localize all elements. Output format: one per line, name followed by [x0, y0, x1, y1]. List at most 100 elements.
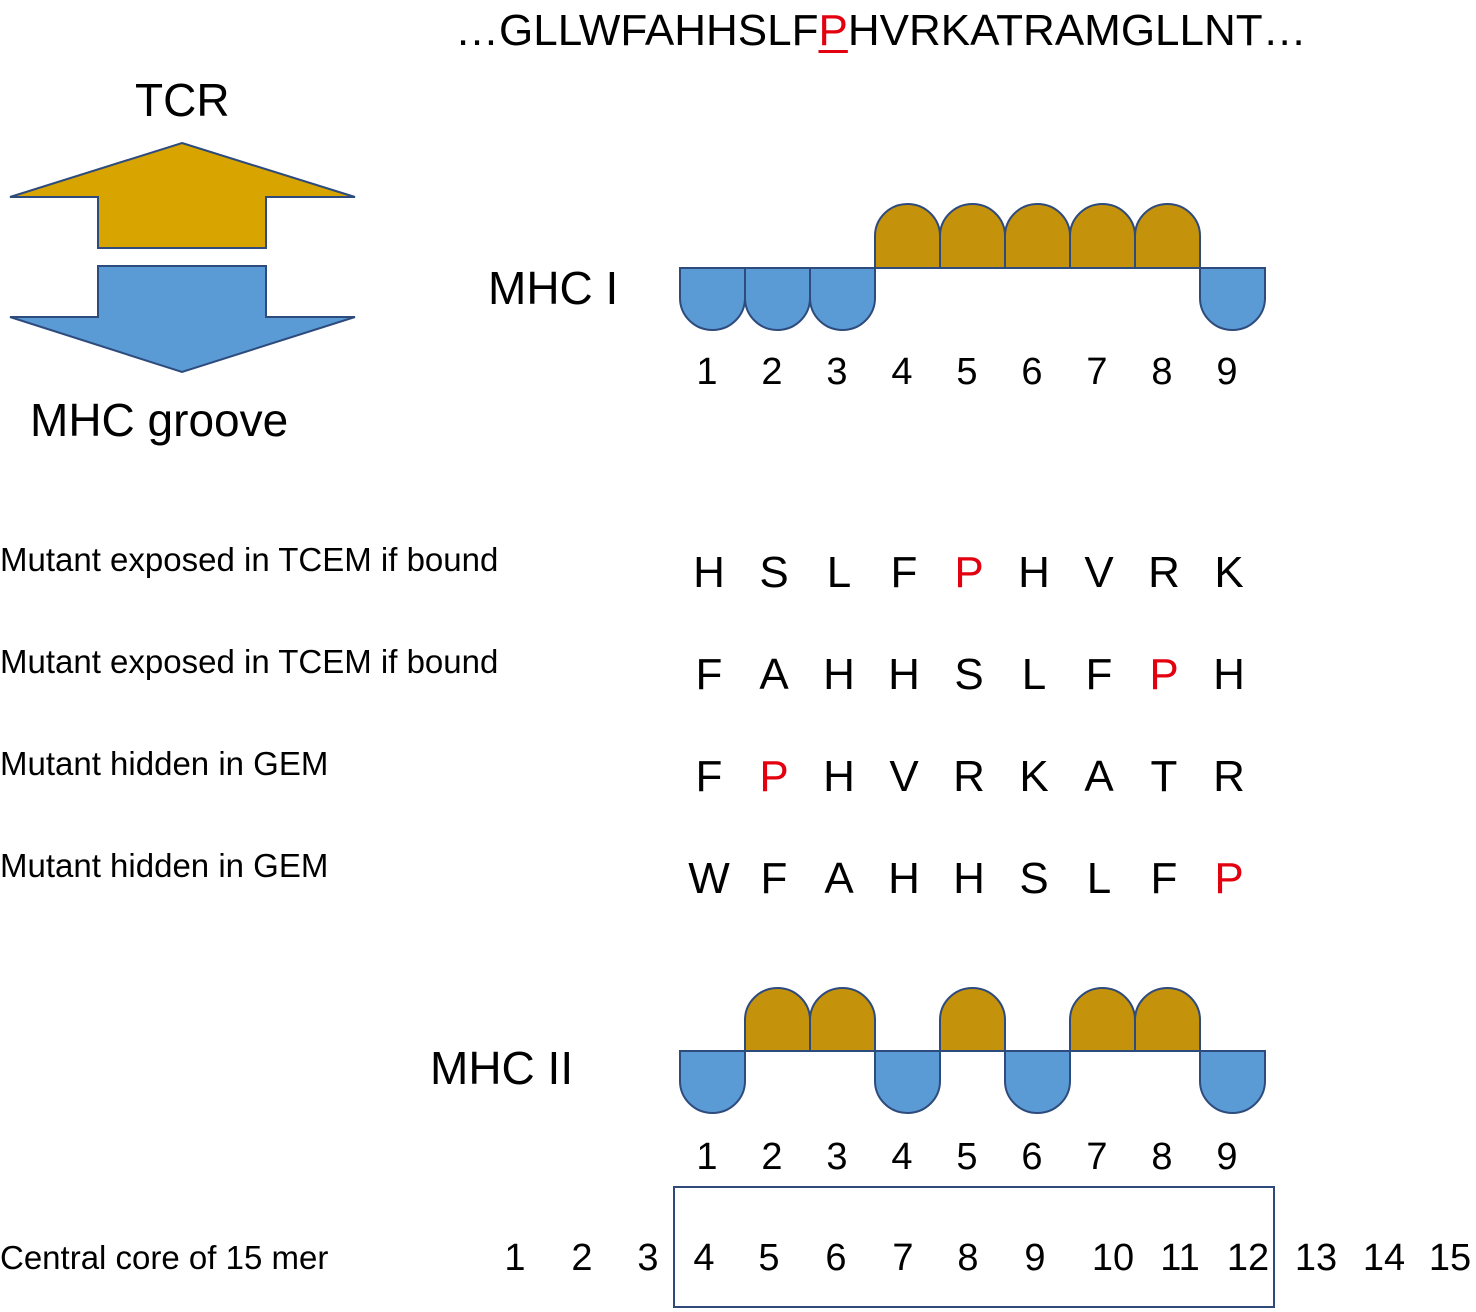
mhc1-position-7: 7 — [1086, 351, 1108, 393]
peptide-residue: L — [1086, 854, 1112, 903]
tcr-pocket-5 — [939, 203, 1006, 269]
peptide-residue: F — [760, 854, 788, 903]
mhc2-position-3: 3 — [826, 1136, 848, 1178]
peptide-residue: K — [1019, 752, 1049, 801]
core-number-10: 10 — [1091, 1237, 1135, 1279]
peptide-residue: A — [824, 854, 854, 903]
core-number-4: 4 — [693, 1237, 715, 1279]
core-number-12: 12 — [1226, 1237, 1270, 1279]
mhc2-position-6: 6 — [1021, 1136, 1043, 1178]
core-number-15: 15 — [1428, 1237, 1472, 1279]
peptide-label-3: Mutant hidden in GEM — [0, 745, 329, 782]
core-label: Central core of 15 mer — [0, 1239, 329, 1276]
peptide-residue: H — [1213, 650, 1245, 699]
mhc1-position-5: 5 — [956, 351, 978, 393]
peptide-residue: F — [1150, 854, 1178, 903]
mutant-residue: P — [1149, 650, 1179, 699]
peptide-residue: H — [1018, 548, 1050, 597]
groove-pocket-2 — [744, 267, 811, 331]
peptide-label-4: Mutant hidden in GEM — [0, 847, 329, 884]
mhc2-position-7: 7 — [1086, 1136, 1108, 1178]
peptide-residue: K — [1214, 548, 1244, 597]
peptide-residue: R — [1148, 548, 1180, 597]
tcr-pocket-3 — [809, 987, 876, 1052]
peptide-residue: F — [890, 548, 918, 597]
peptide-residue: W — [688, 854, 730, 903]
mhc2-label: MHC II — [430, 1042, 574, 1094]
core-number-2: 2 — [571, 1237, 593, 1279]
peptide-residue: H — [953, 854, 985, 903]
peptide-residue: H — [693, 548, 725, 597]
sequence-suffix: HVRKATRAMGLLNT… — [847, 6, 1307, 55]
core-box — [673, 1186, 1275, 1308]
core-number-7: 7 — [892, 1237, 914, 1279]
mhc1-position-2: 2 — [761, 351, 783, 393]
mhc-groove-label: MHC groove — [30, 394, 289, 446]
tcr-arrow-icon — [9, 141, 356, 249]
peptide-residue: V — [1084, 548, 1114, 597]
peptide-residue: R — [953, 752, 985, 801]
peptide-residue: A — [1084, 752, 1114, 801]
peptide-residue: H — [823, 650, 855, 699]
core-number-6: 6 — [825, 1237, 847, 1279]
tcr-label: TCR — [135, 74, 230, 126]
tcr-pocket-5 — [939, 987, 1006, 1052]
peptide-residue: S — [954, 650, 984, 699]
protein-sequence: …GLLWFAHHSLFPHVRKATRAMGLLNT… — [455, 6, 1307, 56]
tcr-pocket-7 — [1069, 203, 1136, 269]
peptide-residue: A — [759, 650, 789, 699]
peptide-residue: F — [1085, 650, 1113, 699]
core-number-5: 5 — [758, 1237, 780, 1279]
groove-pocket-1 — [679, 267, 746, 331]
mhc2-position-5: 5 — [956, 1136, 978, 1178]
peptide-residue: L — [826, 548, 852, 597]
mutant-residue: P — [954, 548, 984, 597]
groove-arrow-icon — [9, 265, 356, 374]
groove-pocket-1 — [679, 1050, 746, 1114]
mhc2-position-8: 8 — [1151, 1136, 1173, 1178]
peptide-residue: T — [1150, 752, 1178, 801]
mhc1-position-4: 4 — [891, 351, 913, 393]
mhc1-position-1: 1 — [696, 351, 718, 393]
core-number-14: 14 — [1362, 1237, 1406, 1279]
mhc1-position-6: 6 — [1021, 351, 1043, 393]
peptide-residue: S — [1019, 854, 1049, 903]
mhc2-position-9: 9 — [1216, 1136, 1238, 1178]
core-number-1: 1 — [504, 1237, 526, 1279]
peptide-label-1: Mutant exposed in TCEM if bound — [0, 541, 499, 578]
peptide-residue: R — [1213, 752, 1245, 801]
mhc2-position-4: 4 — [891, 1136, 913, 1178]
peptide-residue: F — [695, 650, 723, 699]
core-number-8: 8 — [957, 1237, 979, 1279]
sequence-prefix: …GLLWFAHHSLF — [455, 6, 819, 55]
peptide-residue: H — [888, 650, 920, 699]
mhc1-position-9: 9 — [1216, 351, 1238, 393]
mutant-residue: P — [759, 752, 789, 801]
mhc2-position-1: 1 — [696, 1136, 718, 1178]
tcr-pocket-2 — [744, 987, 811, 1052]
mhc2-position-2: 2 — [761, 1136, 783, 1178]
tcr-pocket-6 — [1004, 203, 1071, 269]
groove-pocket-9 — [1199, 1050, 1266, 1114]
tcr-pocket-8 — [1134, 203, 1201, 269]
groove-pocket-9 — [1199, 267, 1266, 331]
peptide-label-2: Mutant exposed in TCEM if bound — [0, 643, 499, 680]
mutant-residue: P — [1214, 854, 1244, 903]
core-number-11: 11 — [1160, 1237, 1200, 1279]
tcr-pocket-4 — [874, 203, 941, 269]
peptide-residue: H — [823, 752, 855, 801]
core-number-13: 13 — [1294, 1237, 1338, 1279]
core-number-9: 9 — [1024, 1237, 1046, 1279]
peptide-residue: H — [888, 854, 920, 903]
mhc1-position-8: 8 — [1151, 351, 1173, 393]
tcr-pocket-8 — [1134, 987, 1201, 1052]
mhc2-pockets — [679, 987, 1266, 1114]
groove-pocket-4 — [874, 1050, 941, 1114]
peptide-residue: V — [889, 752, 919, 801]
peptide-residue: F — [695, 752, 723, 801]
mhc1-label: MHC I — [488, 262, 619, 314]
peptide-residue: L — [1021, 650, 1047, 699]
core-number-3: 3 — [637, 1237, 659, 1279]
mhc1-pockets — [679, 203, 1266, 331]
